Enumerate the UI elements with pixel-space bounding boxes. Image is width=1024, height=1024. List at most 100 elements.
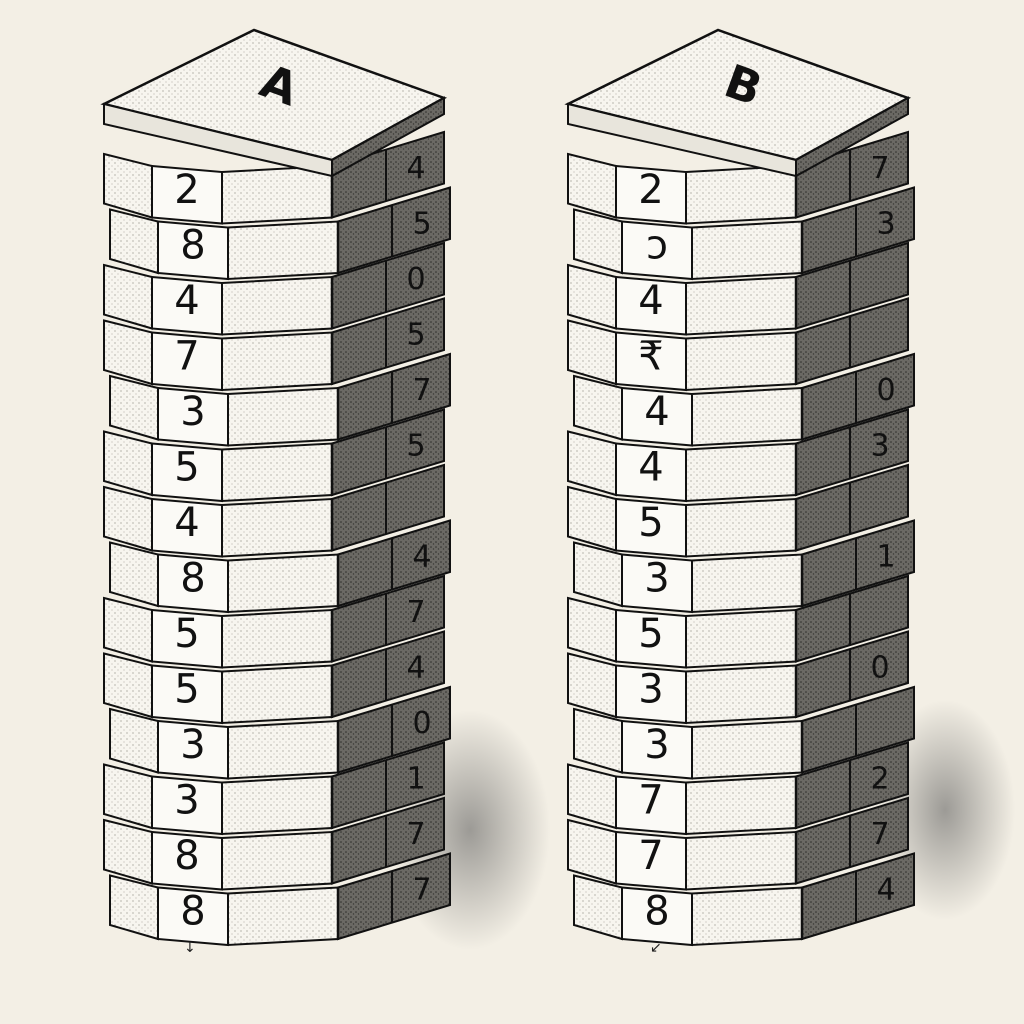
block-right-number: 4 bbox=[412, 539, 431, 574]
block-right-number: 7 bbox=[406, 595, 425, 630]
block-left-number: 8 bbox=[180, 556, 205, 602]
tower-a-bottom-mark: ↓ bbox=[184, 940, 196, 956]
block-front-face bbox=[685, 608, 797, 669]
block-front-face bbox=[685, 830, 797, 891]
block-end-face bbox=[103, 319, 153, 386]
block-front-face bbox=[227, 386, 339, 447]
block-row: 3 bbox=[573, 685, 915, 780]
block-front-face bbox=[221, 664, 333, 725]
block-end-face bbox=[573, 707, 623, 774]
block-right-number: 5 bbox=[412, 206, 431, 241]
block-end-face bbox=[103, 652, 153, 719]
block-right-number: 0 bbox=[406, 262, 425, 297]
block-right-number: 1 bbox=[406, 761, 425, 796]
block-front-face bbox=[691, 553, 803, 614]
block-left-number: 3 bbox=[638, 667, 663, 713]
block-left-number: 7 bbox=[638, 778, 663, 824]
block-end-face bbox=[103, 763, 153, 830]
block-end-face bbox=[109, 707, 159, 774]
block-row: 4 bbox=[103, 463, 445, 558]
block-left-number: 5 bbox=[174, 445, 199, 491]
block-right-number: 3 bbox=[876, 206, 895, 241]
block-end-face bbox=[103, 596, 153, 663]
block-right-number: 5 bbox=[406, 428, 425, 463]
block-left-number: 4 bbox=[644, 389, 669, 435]
block-front-face bbox=[691, 220, 803, 281]
block-left-number: 8 bbox=[180, 889, 205, 935]
block-front-face bbox=[221, 830, 333, 891]
block-end-face bbox=[567, 485, 617, 552]
block-front-face bbox=[691, 386, 803, 447]
block-end-face bbox=[103, 152, 153, 219]
block-front-face bbox=[221, 331, 333, 392]
block-right-number: 4 bbox=[406, 650, 425, 685]
block-front-face bbox=[685, 497, 797, 558]
block-front-face bbox=[685, 275, 797, 336]
block-front-face bbox=[221, 164, 333, 225]
block-right-number: 0 bbox=[870, 650, 889, 685]
block-right-number: 4 bbox=[406, 151, 425, 186]
block-left-number: 3 bbox=[644, 722, 669, 768]
block-front-face bbox=[685, 331, 797, 392]
block-end-face bbox=[567, 763, 617, 830]
block-left-number: 5 bbox=[174, 667, 199, 713]
block-front-face bbox=[227, 886, 339, 947]
block-row: ₹ bbox=[567, 297, 909, 392]
block-front-face bbox=[685, 164, 797, 225]
block-front-face bbox=[221, 275, 333, 336]
block-end-face bbox=[103, 430, 153, 497]
block-front-face bbox=[227, 220, 339, 281]
block-front-face bbox=[221, 775, 333, 836]
block-front-face bbox=[227, 553, 339, 614]
block-front-face bbox=[685, 664, 797, 725]
block-right-number: 3 bbox=[870, 428, 889, 463]
block-left-number: 7 bbox=[174, 334, 199, 380]
block-left-number: 5 bbox=[174, 611, 199, 657]
block-right-number: 2 bbox=[870, 761, 889, 796]
block-end-face bbox=[103, 818, 153, 885]
block-front-face bbox=[221, 497, 333, 558]
block-left-number: 2 bbox=[638, 167, 663, 213]
block-end-face bbox=[567, 652, 617, 719]
block-end-face bbox=[103, 263, 153, 330]
block-end-face bbox=[567, 319, 617, 386]
block-left-number: 4 bbox=[174, 500, 199, 546]
tower-top-cap: A bbox=[100, 28, 448, 178]
block-front-face bbox=[221, 608, 333, 669]
block-right-number: 0 bbox=[412, 706, 431, 741]
block-right-number: 4 bbox=[876, 872, 895, 907]
block-end-face bbox=[109, 541, 159, 608]
block-end-face bbox=[567, 596, 617, 663]
block-end-face bbox=[567, 430, 617, 497]
block-left-number: 3 bbox=[174, 778, 199, 824]
block-row: 5 bbox=[567, 463, 909, 558]
block-right-number: 7 bbox=[406, 817, 425, 852]
block-left-number: 8 bbox=[180, 223, 205, 269]
block-end-face bbox=[573, 374, 623, 441]
block-left-number: 4 bbox=[638, 278, 663, 324]
block-left-number: 3 bbox=[180, 722, 205, 768]
block-front-face bbox=[685, 442, 797, 503]
block-front-face bbox=[691, 886, 803, 947]
block-left-number: 5 bbox=[638, 611, 663, 657]
